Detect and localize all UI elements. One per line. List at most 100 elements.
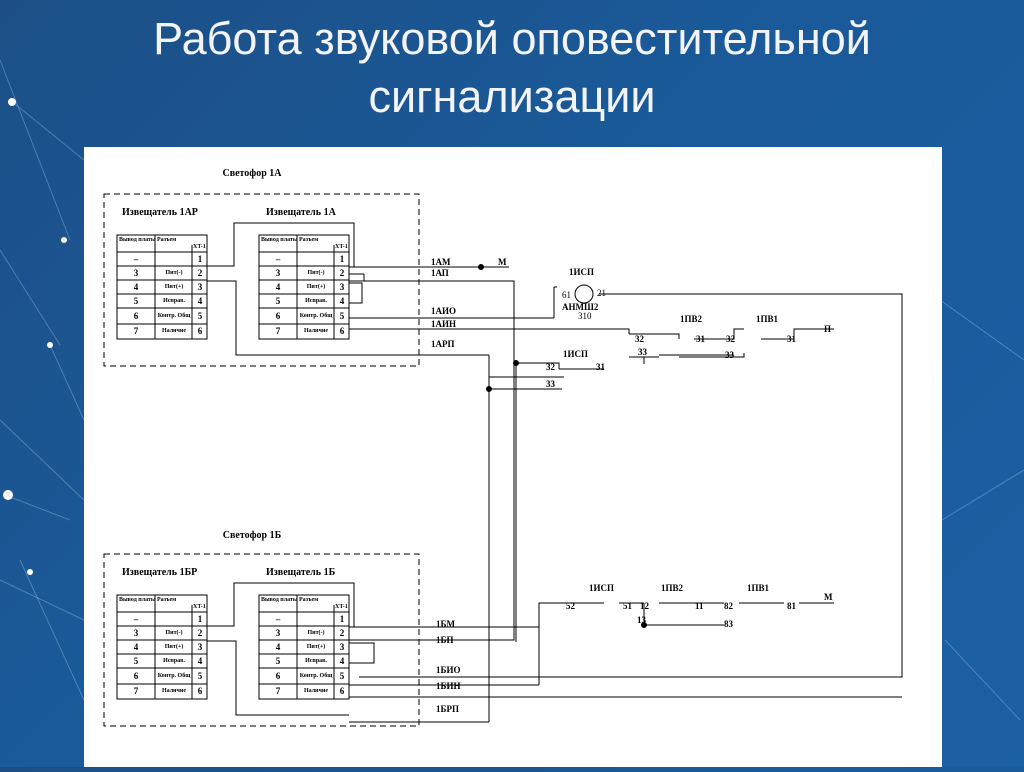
slide-title-line2: сигнализации [368,71,656,122]
table-cell-pin: 2 [198,268,203,278]
table-cell-signal: Пит(+) [307,283,326,290]
table-header-connector: Разъем [157,237,176,243]
table-cell-output: 5 [134,656,139,666]
wire-label-m-bottom: М [824,592,833,602]
wire-label-1aio: 1АИО [431,306,456,316]
table-cell-signal: Пит(+) [165,643,184,650]
table-cell-output: 7 [134,326,139,336]
wire-label-1bp: 1БП [436,635,453,645]
contact-82: 82 [724,601,734,611]
contact-11: 11 [695,601,704,611]
table-cell-output: 5 [276,296,281,306]
table-cell-output: 6 [276,671,281,681]
table-cell-output: 7 [276,686,281,696]
wiring-schematic: Светофор 1А Извещатель 1АР Извещатель 1А… [103,168,903,727]
table-cell-pin: 1 [198,254,203,264]
table-cell-output: 5 [134,296,139,306]
table-cell-pin: 6 [198,686,203,696]
table-cell-signal: Пит(+) [307,643,326,650]
table-cell-pin: 5 [340,671,345,681]
table-cell-signal: Пит(+) [165,283,184,290]
contact-31-b: 31 [787,334,797,344]
top-wire-labels: 1АМ 1АП 1АИО 1АИН 1АРП М [431,257,507,349]
table-cell-pin: 5 [340,311,345,321]
table-header-xt: XT-1 [335,244,348,250]
contact-81: 81 [787,601,797,611]
detector-1b-label: Извещатель 1Б [266,567,336,578]
wire-label-1brp: 1БРП [436,704,459,714]
table-cell-output: 6 [134,671,139,681]
contact-31-a: 31 [696,334,706,344]
contact-12: 12 [640,601,650,611]
table-cell-signal: Наличие [162,688,186,694]
table-header-xt: XT-1 [193,244,206,250]
table-cell-output: 3 [276,628,281,638]
contact-33-c: 33 [546,379,556,389]
table-cell-signal: Пит(-) [165,629,182,636]
contact-31-c: 31 [596,362,606,372]
signal-1a-title: Светофор 1А [222,168,282,179]
table-cell-pin: 6 [198,326,203,336]
table-cell-pin: 6 [340,326,345,336]
table-cell-output: – [133,614,139,624]
table-cell-pin: 1 [340,614,345,624]
table-header-output: Вывод платы [119,237,156,243]
table-cell-pin: 4 [340,296,345,306]
table-cell-output: 6 [276,311,281,321]
signal-1b-group: Светофор 1Б Извещатель 1БР Извещатель 1Б… [103,530,420,727]
table-cell-pin: 4 [198,656,203,666]
contact-32-a: 32 [635,334,645,344]
table-cell-signal: Контр. Общ [300,312,334,319]
contact-52: 52 [566,601,576,611]
relay-isp-top-label: 1ИСП [569,267,594,277]
table-cell-output: 4 [134,282,139,292]
table-grid [258,594,350,700]
table-header-output: Вывод платы [119,597,156,603]
table-cell-signal: Пит(-) [307,269,324,276]
table-cell-signal: Исправ. [305,298,327,304]
slide-title: Работа звуковой оповестительной сигнализ… [0,10,1024,126]
table-header-output: Вывод платы [261,237,298,243]
table-grid [258,234,350,340]
table-cell-pin: 2 [340,628,345,638]
wiring-lines [207,222,903,723]
table-cell-pin: 3 [198,282,203,292]
table-cell-output: 5 [276,656,281,666]
relay-pv1-label: 1ПВ1 [756,314,779,324]
relay-p-label: П [824,324,831,334]
slide-title-line1: Работа звуковой оповестительной [153,13,871,64]
table-cell-output: 6 [134,311,139,321]
table-cell-pin: 5 [198,671,203,681]
contact-32-c: 32 [546,362,556,372]
wire-label-1arp: 1АРП [431,339,455,349]
contact-32-b: 32 [726,334,736,344]
signal-1b-title: Светофор 1Б [223,530,282,541]
detector-1a-label: Извещатель 1А [266,207,337,218]
schematic-sheet: Светофор 1А Извещатель 1АР Извещатель 1А… [84,147,942,767]
table-cell-signal: Наличие [304,688,328,694]
bottom-relay-labels: 1ИСП 1ПВ2 1ПВ1 52 51 12 11 82 81 13 83 [566,583,797,629]
table-cell-signal: Контр. Общ [300,672,334,679]
table-cell-signal: Пит(-) [307,629,324,636]
table-cell-signal: Исправ. [305,658,327,664]
relay-isp-bottom-label: 1ИСП [589,583,614,593]
table-cell-output: – [133,254,139,264]
contact-83: 83 [724,619,734,629]
table-cell-signal: Наличие [162,328,186,334]
wire-label-1ap: 1АП [431,268,449,278]
table-header-connector: Разъем [299,237,318,243]
table-cell-pin: 2 [340,268,345,278]
anmsh-pin-61: 61 [562,290,571,300]
table-cell-pin: 1 [340,254,345,264]
table-cell-pin: 2 [198,628,203,638]
anmsh-pin-21: 21 [597,288,606,298]
table-cell-output: 3 [276,268,281,278]
table-cell-pin: 3 [198,642,203,652]
table-cell-pin: 4 [198,296,203,306]
table-cell-output: – [275,254,281,264]
detector-1ar-label: Извещатель 1АР [122,207,198,218]
relay-pv2-label: 1ПВ2 [680,314,703,324]
table-cell-output: 3 [134,628,139,638]
